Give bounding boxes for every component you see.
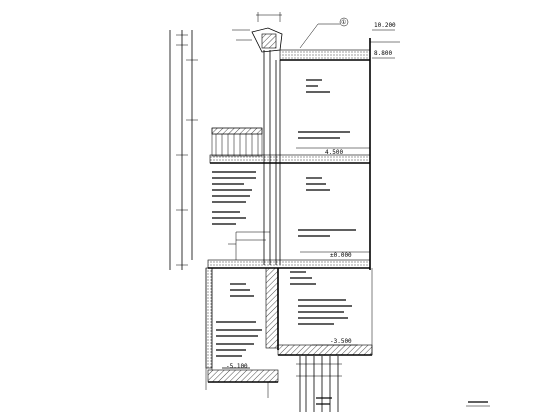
title-stub	[466, 401, 490, 407]
balcony-railing	[211, 127, 263, 157]
elevation-slab: -3.500	[330, 338, 352, 345]
detail-marker: ①	[341, 19, 346, 26]
elevation-base: -5.100	[226, 363, 248, 370]
elevation-floor2: 4.500	[325, 149, 343, 156]
roof-parapet	[251, 27, 400, 270]
drain-pipes	[296, 356, 342, 412]
detail-callout: ①	[299, 17, 349, 49]
ground-slab	[207, 231, 371, 269]
basement-wall	[205, 267, 279, 390]
elevation-top: 10.200	[374, 22, 396, 29]
top-dimension	[232, 12, 282, 41]
floor-slab-upper	[209, 147, 371, 164]
footing	[207, 367, 279, 398]
basement-slab	[277, 268, 373, 356]
elevation-marks: 10.200 8.800 4.500 ±0.000 -3.500 -5.100	[226, 22, 396, 370]
elevation-parapet: 8.800	[374, 50, 392, 57]
annotation-notes	[212, 79, 356, 405]
elevation-ground: ±0.000	[330, 252, 352, 259]
left-dimension-lines	[169, 30, 198, 270]
